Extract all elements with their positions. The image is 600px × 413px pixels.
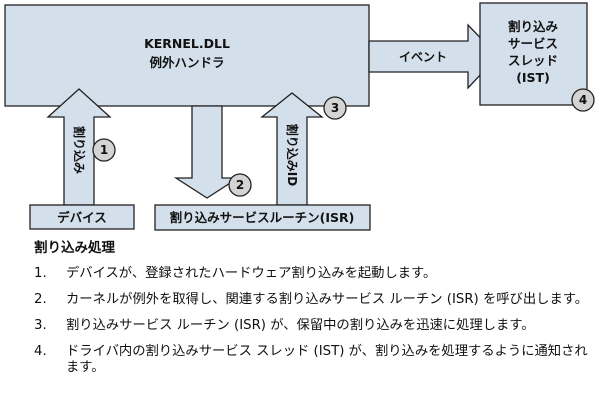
interrupt-id-arrow-up (260, 92, 324, 206)
step-number: 3. (34, 318, 47, 333)
event-arrow-label: イベント (399, 50, 447, 64)
step-text: デバイスが、登録されたハードウェア割り込みを起動します。 (66, 266, 437, 281)
interrupt-arrow-up (46, 88, 112, 206)
isr-box-label: 割り込みサービスルーチン(ISR) (170, 210, 355, 225)
step-text: ドライバ内の割り込みサービス スレッド (IST) が、割り込みを処理するように… (66, 344, 588, 375)
step-item: 4. ドライバ内の割り込みサービス スレッド (IST) が、割り込みを処理する… (34, 344, 594, 376)
interrupt-arrow-label: 割り込み (72, 126, 87, 174)
ist-box-line4: (IST) (516, 70, 550, 85)
step-item: 1. デバイスが、登録されたハードウェア割り込みを起動します。 (34, 266, 594, 282)
kernel-box-line1: KERNEL.DLL (144, 36, 230, 51)
interrupt-diagram: KERNEL.DLL 例外ハンドラ イベント 割り込み サービス スレッド (I… (4, 2, 595, 231)
step-badge-1: 1 (92, 138, 116, 162)
device-box-label: デバイス (57, 210, 107, 225)
ist-box-line2: サービス (508, 36, 558, 51)
step-number: 1. (34, 266, 47, 281)
device-box (29, 204, 135, 230)
step-badge-2: 2 (228, 173, 252, 197)
call-isr-arrow-down (173, 105, 241, 199)
legend-title: 割り込み処理 (34, 240, 115, 256)
step-text: カーネルが例外を取得し、関連する割り込みサービス ルーチン (ISR) を呼び出… (66, 292, 589, 307)
ist-box-line3: スレッド (508, 53, 558, 68)
interrupt-id-arrow-label: 割り込みID (285, 124, 300, 186)
kernel-box-line2: 例外ハンドラ (149, 55, 224, 70)
step-badge-4: 4 (571, 88, 595, 112)
step-item: 2. カーネルが例外を取得し、関連する割り込みサービス ルーチン (ISR) を… (34, 292, 594, 308)
ist-box-line1: 割り込み (508, 19, 559, 34)
svg-text:1: 1 (100, 143, 108, 157)
step-number: 2. (34, 292, 47, 307)
isr-box (154, 204, 371, 231)
kernel-exception-handler-box (4, 4, 370, 107)
svg-text:2: 2 (236, 178, 244, 192)
step-list: 1. デバイスが、登録されたハードウェア割り込みを起動します。 2. カーネルが… (34, 266, 594, 376)
ist-box (479, 2, 588, 106)
interrupt-processing-legend: 割り込み処理 1. デバイスが、登録されたハードウェア割り込みを起動します。 2… (34, 236, 594, 386)
step-text: 割り込みサービス ルーチン (ISR) が、保留中の割り込みを迅速に処理します。 (66, 318, 535, 333)
svg-text:3: 3 (331, 101, 339, 115)
step-number: 4. (34, 344, 47, 359)
step-item: 3. 割り込みサービス ルーチン (ISR) が、保留中の割り込みを迅速に処理し… (34, 318, 594, 334)
svg-text:4: 4 (579, 93, 587, 107)
step-badge-3: 3 (323, 96, 347, 120)
